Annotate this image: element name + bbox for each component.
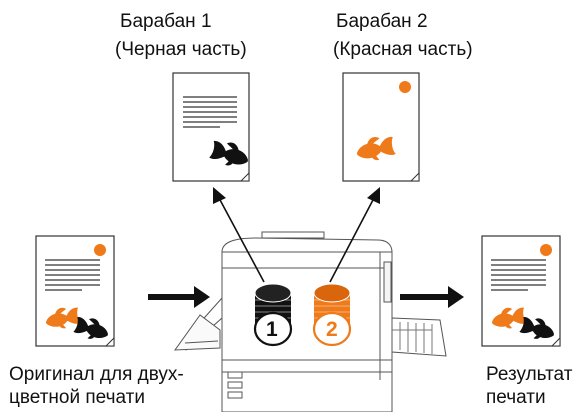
drum2-title: Барабан 2 — [336, 11, 428, 32]
drum-icon — [253, 283, 293, 347]
drum2-subtitle: (Красная часть) — [333, 39, 473, 60]
drum-icon — [312, 283, 352, 347]
drum1-sheet — [172, 72, 252, 182]
drum1-subtitle: (Черная часть) — [115, 39, 247, 60]
arrow-icon — [148, 187, 464, 308]
drum2-sheet — [342, 72, 420, 182]
original-caption-line2: цветной печати — [9, 387, 145, 408]
drum1-number: 1 — [266, 318, 278, 341]
drum1-title: Барабан 1 — [120, 11, 212, 32]
result-caption-line2: печати — [486, 387, 546, 408]
original-caption-line1: Оригинал для двух- — [9, 364, 184, 385]
original-document — [35, 235, 115, 347]
printer-icon — [173, 231, 447, 412]
result-document — [481, 235, 561, 347]
drum2-number: 2 — [326, 318, 338, 341]
result-caption-line1: Результат — [486, 364, 573, 385]
